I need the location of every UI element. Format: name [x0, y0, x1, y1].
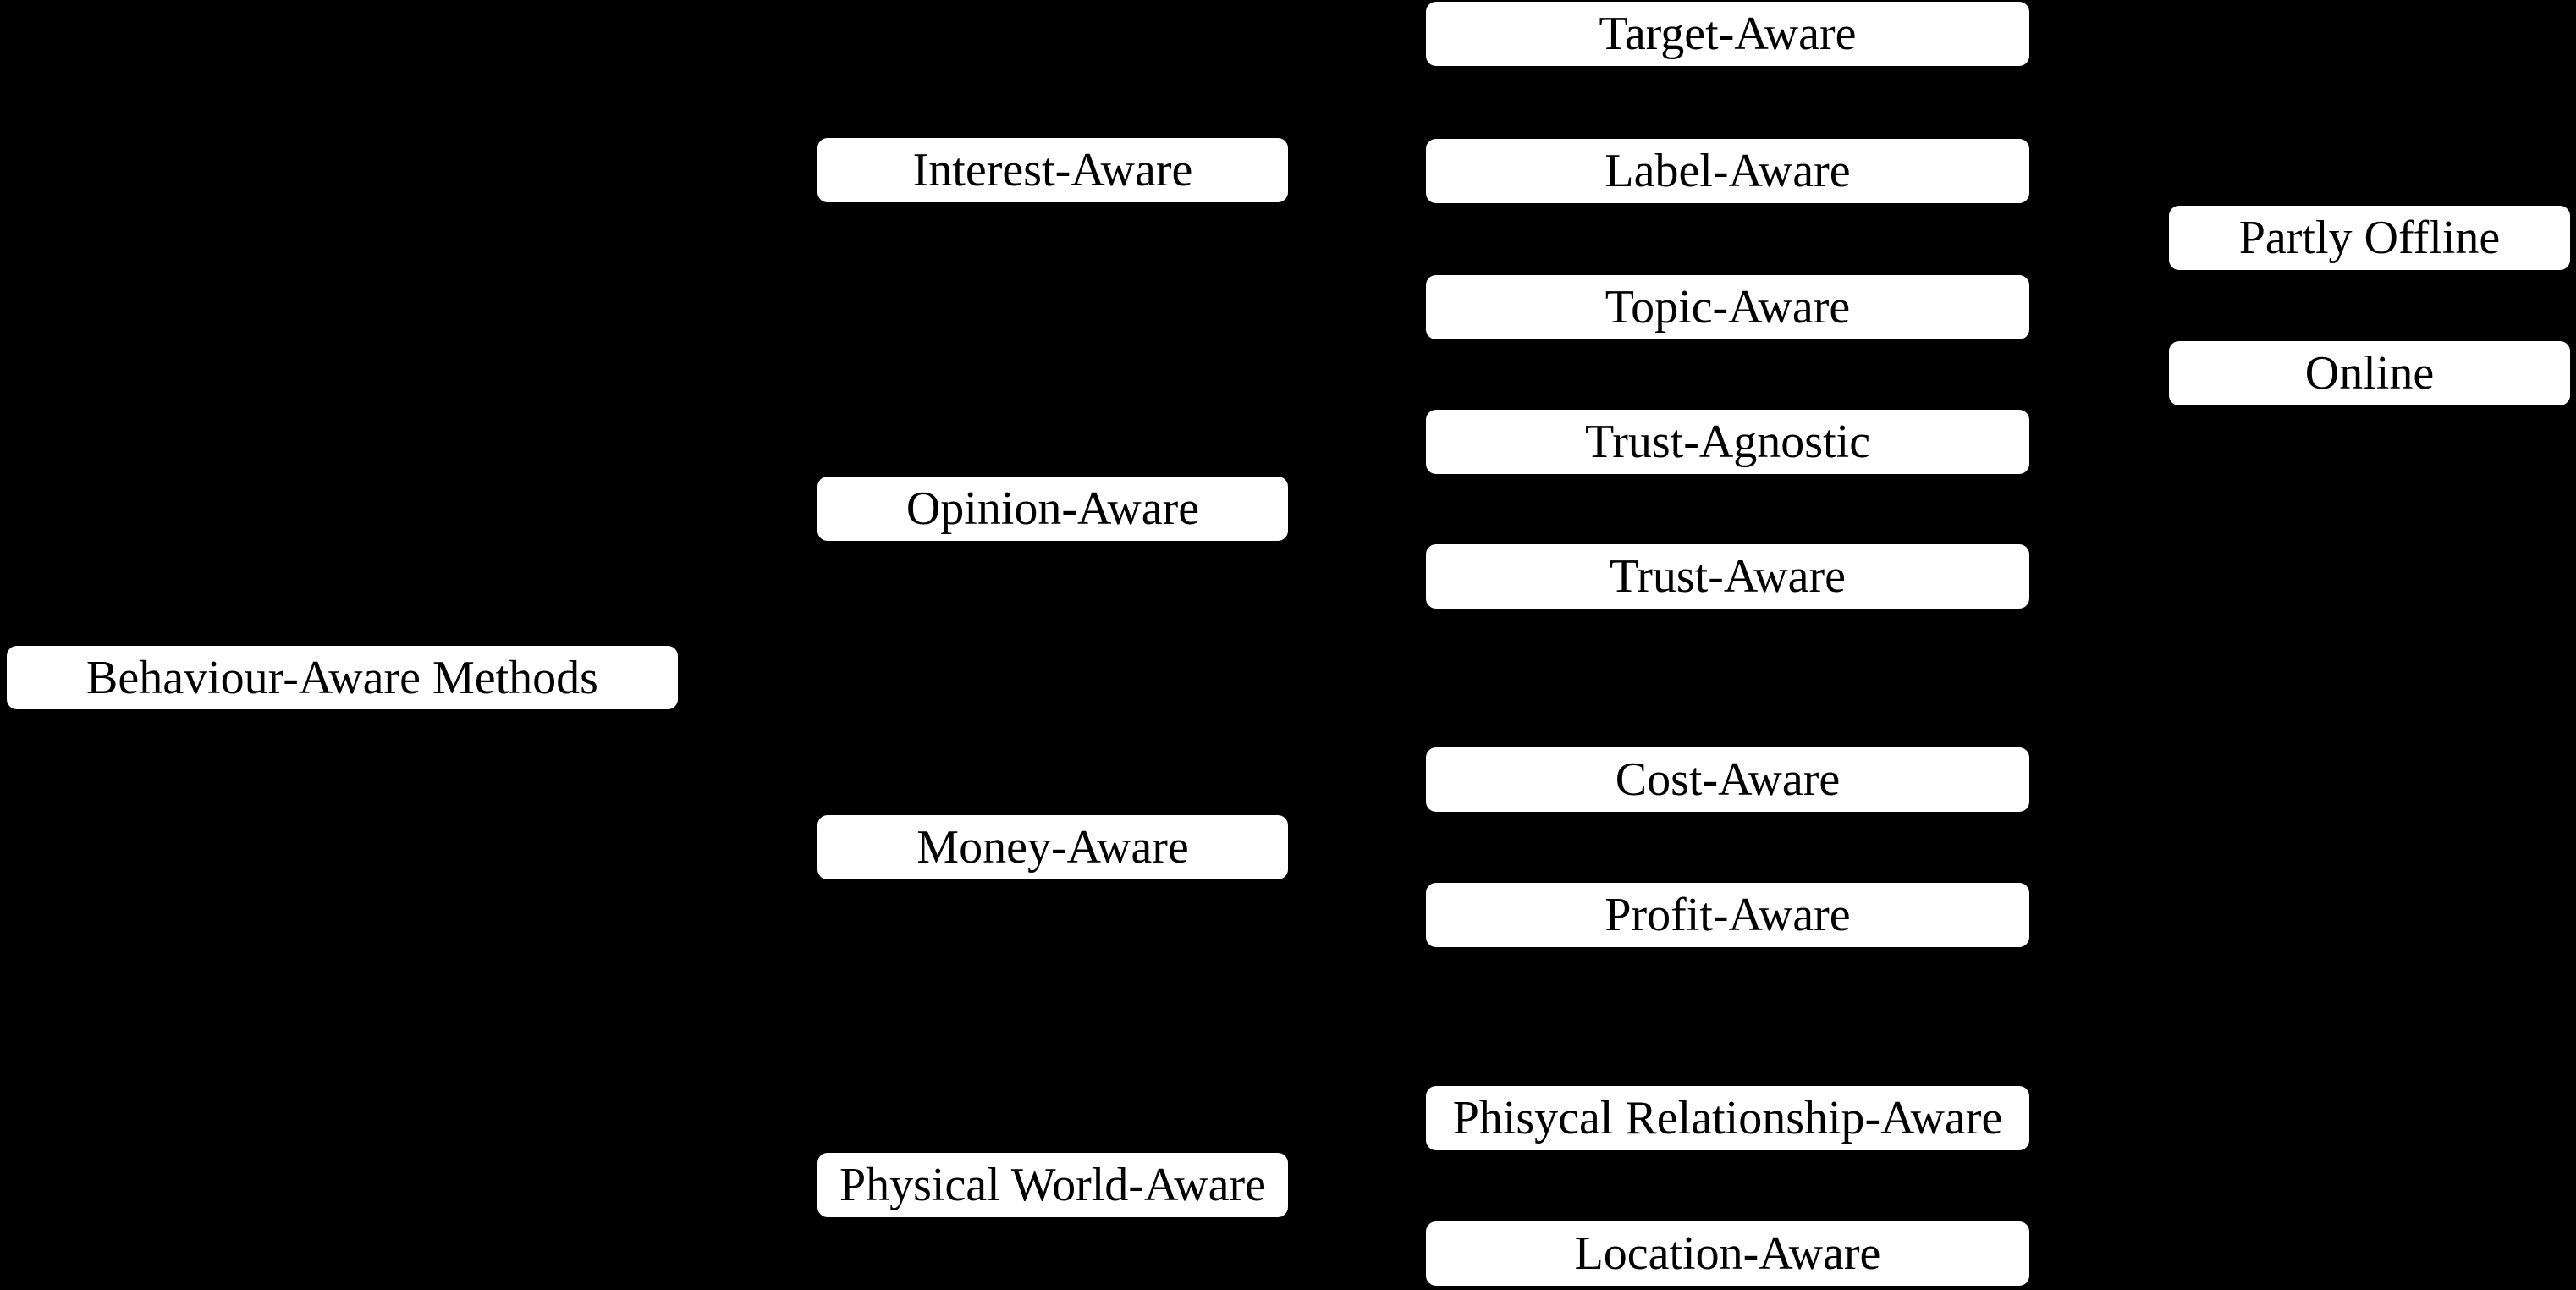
node-trust-aware: Trust-Aware — [1426, 544, 2029, 609]
node-cost-aware: Cost-Aware — [1426, 747, 2029, 812]
node-opinion-aware: Opinion-Aware — [817, 477, 1288, 541]
node-target-aware: Target-Aware — [1426, 2, 2029, 66]
node-online: Online — [2169, 341, 2570, 405]
node-money-aware: Money-Aware — [817, 815, 1288, 879]
node-location-aware: Location-Aware — [1426, 1221, 2029, 1286]
node-label-aware: Label-Aware — [1426, 139, 2029, 203]
node-topic-aware: Topic-Aware — [1426, 275, 2029, 339]
node-trust-agnostic: Trust-Agnostic — [1426, 410, 2029, 474]
node-profit-aware: Profit-Aware — [1426, 883, 2029, 947]
node-behaviour-aware-methods: Behaviour-Aware Methods — [7, 646, 678, 709]
node-interest-aware: Interest-Aware — [817, 138, 1288, 202]
node-partly-offline: Partly Offline — [2169, 206, 2570, 270]
node-phisycal-relationship-aware: Phisycal Relationship-Aware — [1426, 1086, 2029, 1150]
node-physical-world-aware: Physical World-Aware — [817, 1153, 1288, 1217]
